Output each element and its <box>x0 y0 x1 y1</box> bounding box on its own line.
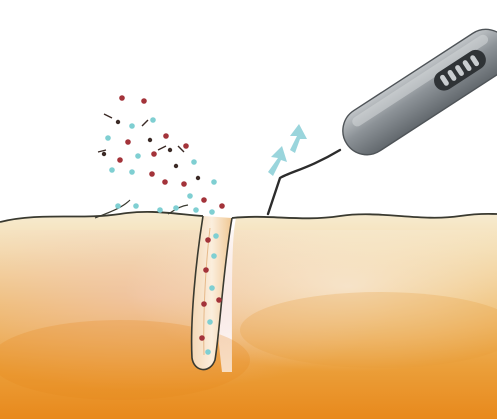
ion-dot <box>105 135 111 141</box>
impurity-dot <box>183 143 189 149</box>
ion-dot <box>115 203 121 209</box>
debris-dot <box>102 152 106 156</box>
ion-dot <box>207 319 213 325</box>
impurity-dot <box>199 335 205 341</box>
impurity-dot <box>162 179 168 185</box>
arrow-icon <box>268 146 287 176</box>
ionic-probe-device <box>268 20 497 214</box>
ion-dot <box>193 207 199 213</box>
ion-dot <box>211 179 217 185</box>
ion-dot <box>135 153 141 159</box>
impurity-dot <box>205 237 211 243</box>
ion-dot <box>133 203 139 209</box>
impurity-dot <box>203 267 209 273</box>
ion-dot <box>213 233 219 239</box>
ion-dot <box>191 159 197 165</box>
impurity-dot <box>119 95 125 101</box>
debris-dot <box>116 120 120 124</box>
impurity-dot <box>201 301 207 307</box>
ion-dot <box>209 285 215 291</box>
impurity-dot <box>149 171 155 177</box>
ion-dot <box>150 117 156 123</box>
impurity-dot <box>201 197 207 203</box>
impurity-dot <box>216 297 222 303</box>
debris-dot <box>196 176 200 180</box>
ion-dot <box>211 253 217 259</box>
impurity-dot <box>117 157 123 163</box>
ion-dot <box>173 205 179 211</box>
debris-dot <box>174 164 178 168</box>
ion-dot <box>209 209 215 215</box>
ion-dot <box>129 169 135 175</box>
motion-dash <box>104 114 112 118</box>
impurity-dot <box>219 203 225 209</box>
ion-dot <box>109 167 115 173</box>
motion-dash <box>178 146 184 152</box>
ion-dot <box>187 193 193 199</box>
impurity-dot <box>125 139 131 145</box>
impurity-dot <box>141 98 147 104</box>
ion-dot <box>157 207 163 213</box>
motion-dash <box>158 146 166 150</box>
skin-layers <box>0 212 497 419</box>
ion-dot <box>129 123 135 129</box>
arrow-icon <box>290 124 307 153</box>
debris-dot <box>168 148 172 152</box>
impurity-dot <box>151 151 157 157</box>
motion-dash <box>142 120 148 126</box>
debris-dot <box>148 138 152 142</box>
impurity-dot <box>181 181 187 187</box>
ion-dot <box>205 349 211 355</box>
impurity-dot <box>163 133 169 139</box>
motion-dash <box>98 150 106 152</box>
